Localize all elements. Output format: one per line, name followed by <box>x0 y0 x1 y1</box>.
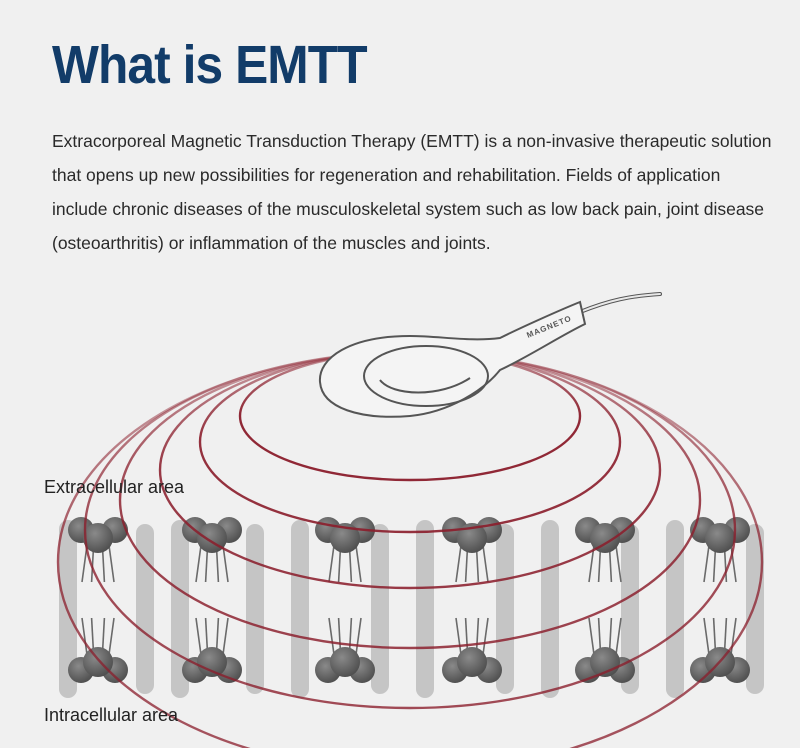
membrane-bars <box>59 520 764 698</box>
molecule-ball <box>705 523 735 553</box>
molecule-clusters <box>68 517 750 683</box>
membrane-bar <box>666 520 684 698</box>
molecule-cluster <box>690 617 750 683</box>
molecule-ball <box>590 523 620 553</box>
molecule-ball <box>197 647 227 677</box>
page-title: What is EMTT <box>52 35 368 95</box>
device-head-ring <box>363 345 489 407</box>
molecule-ball <box>83 523 113 553</box>
molecule-ball <box>330 647 360 677</box>
membrane-bar <box>371 524 389 694</box>
molecule-cluster <box>315 617 375 683</box>
device-cable-inner <box>579 293 661 313</box>
molecule-cluster <box>690 517 750 583</box>
membrane-bar <box>541 520 559 698</box>
molecule-cluster <box>575 517 635 583</box>
molecule-ball <box>330 523 360 553</box>
magneto-device: MAGNETO <box>318 292 662 418</box>
extracellular-area-label: Extracellular area <box>44 477 185 497</box>
device-body <box>318 300 587 418</box>
device-cable <box>578 292 662 314</box>
device-head-arc <box>379 377 471 394</box>
intro-paragraph: Extracorporeal Magnetic Transduction The… <box>52 131 772 253</box>
molecule-cluster <box>442 617 502 683</box>
membrane-bar <box>416 520 434 698</box>
molecule-ball <box>457 523 487 553</box>
intracellular-area-label: Intracellular area <box>44 705 179 725</box>
molecule-ball <box>457 647 487 677</box>
molecule-cluster <box>68 617 128 683</box>
membrane-bar <box>746 524 764 694</box>
molecule-ball <box>83 647 113 677</box>
molecule-cluster <box>442 517 502 583</box>
membrane-bar <box>136 524 154 694</box>
membrane-bar <box>246 524 264 694</box>
emtt-diagram: MAGNETO <box>56 292 764 748</box>
membrane-bar <box>291 520 309 698</box>
membrane-bar <box>496 524 514 694</box>
molecule-cluster <box>182 617 242 683</box>
membrane-bar <box>621 524 639 694</box>
